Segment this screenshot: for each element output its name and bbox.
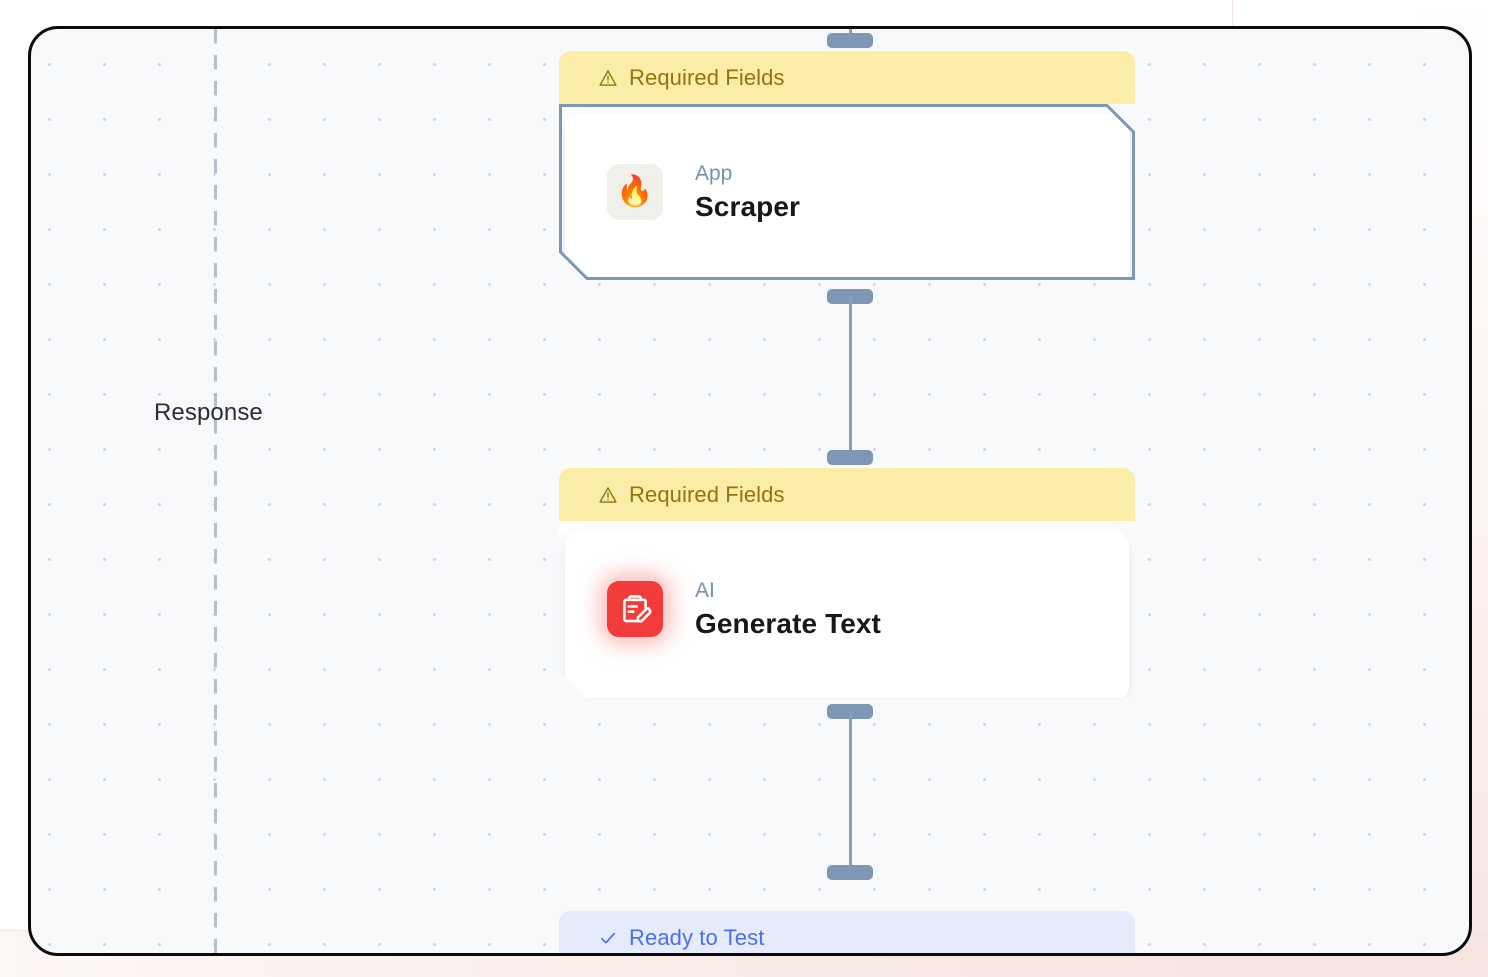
- clipboard-pencil-icon: [607, 581, 663, 637]
- node-scraper-text: App Scraper: [695, 161, 800, 224]
- node-generate-status-banner: Required Fields: [559, 468, 1135, 521]
- node-generate-title: Generate Text: [695, 607, 881, 639]
- node-ready-to-test[interactable]: Ready to Test: [559, 911, 1135, 953]
- node-generate-status-label: Required Fields: [629, 481, 785, 507]
- fire-icon-glyph: 🔥: [616, 175, 654, 208]
- workflow-canvas[interactable]: Response Required Fields: [28, 26, 1472, 956]
- warning-triangle-icon: [597, 68, 619, 88]
- handle-scraper-target[interactable]: [827, 33, 873, 48]
- node-generate-text-block: AI Generate Text: [695, 578, 881, 641]
- handle-generate-target[interactable]: [827, 450, 873, 465]
- node-scraper-category: App: [695, 161, 733, 185]
- lane-divider-dashed: [214, 29, 217, 953]
- check-icon: [597, 928, 619, 948]
- node-scraper[interactable]: Required Fields 🔥 App Scraper: [559, 51, 1135, 280]
- node-scraper-status-label: Required Fields: [629, 64, 785, 90]
- node-ready-status-label: Ready to Test: [629, 924, 765, 950]
- warning-triangle-icon: [597, 485, 619, 505]
- node-generate-text[interactable]: Required Fields AI Generate: [559, 468, 1135, 697]
- node-scraper-status-banner: Required Fields: [559, 51, 1135, 104]
- edge-generate-to-ready: [849, 712, 852, 872]
- node-generate-category: AI: [695, 578, 715, 602]
- edge-scraper-to-generate: [849, 297, 852, 457]
- node-scraper-body[interactable]: 🔥 App Scraper: [559, 104, 1135, 280]
- handle-ready-target[interactable]: [827, 865, 873, 880]
- fire-icon: 🔥: [607, 164, 663, 220]
- handle-scraper-source[interactable]: [827, 289, 873, 304]
- node-ready-status-banner: Ready to Test: [559, 911, 1135, 953]
- handle-generate-source[interactable]: [827, 704, 873, 719]
- node-generate-body[interactable]: AI Generate Text: [559, 521, 1135, 697]
- lane-label-response: Response: [154, 399, 263, 426]
- node-scraper-title: Scraper: [695, 190, 800, 222]
